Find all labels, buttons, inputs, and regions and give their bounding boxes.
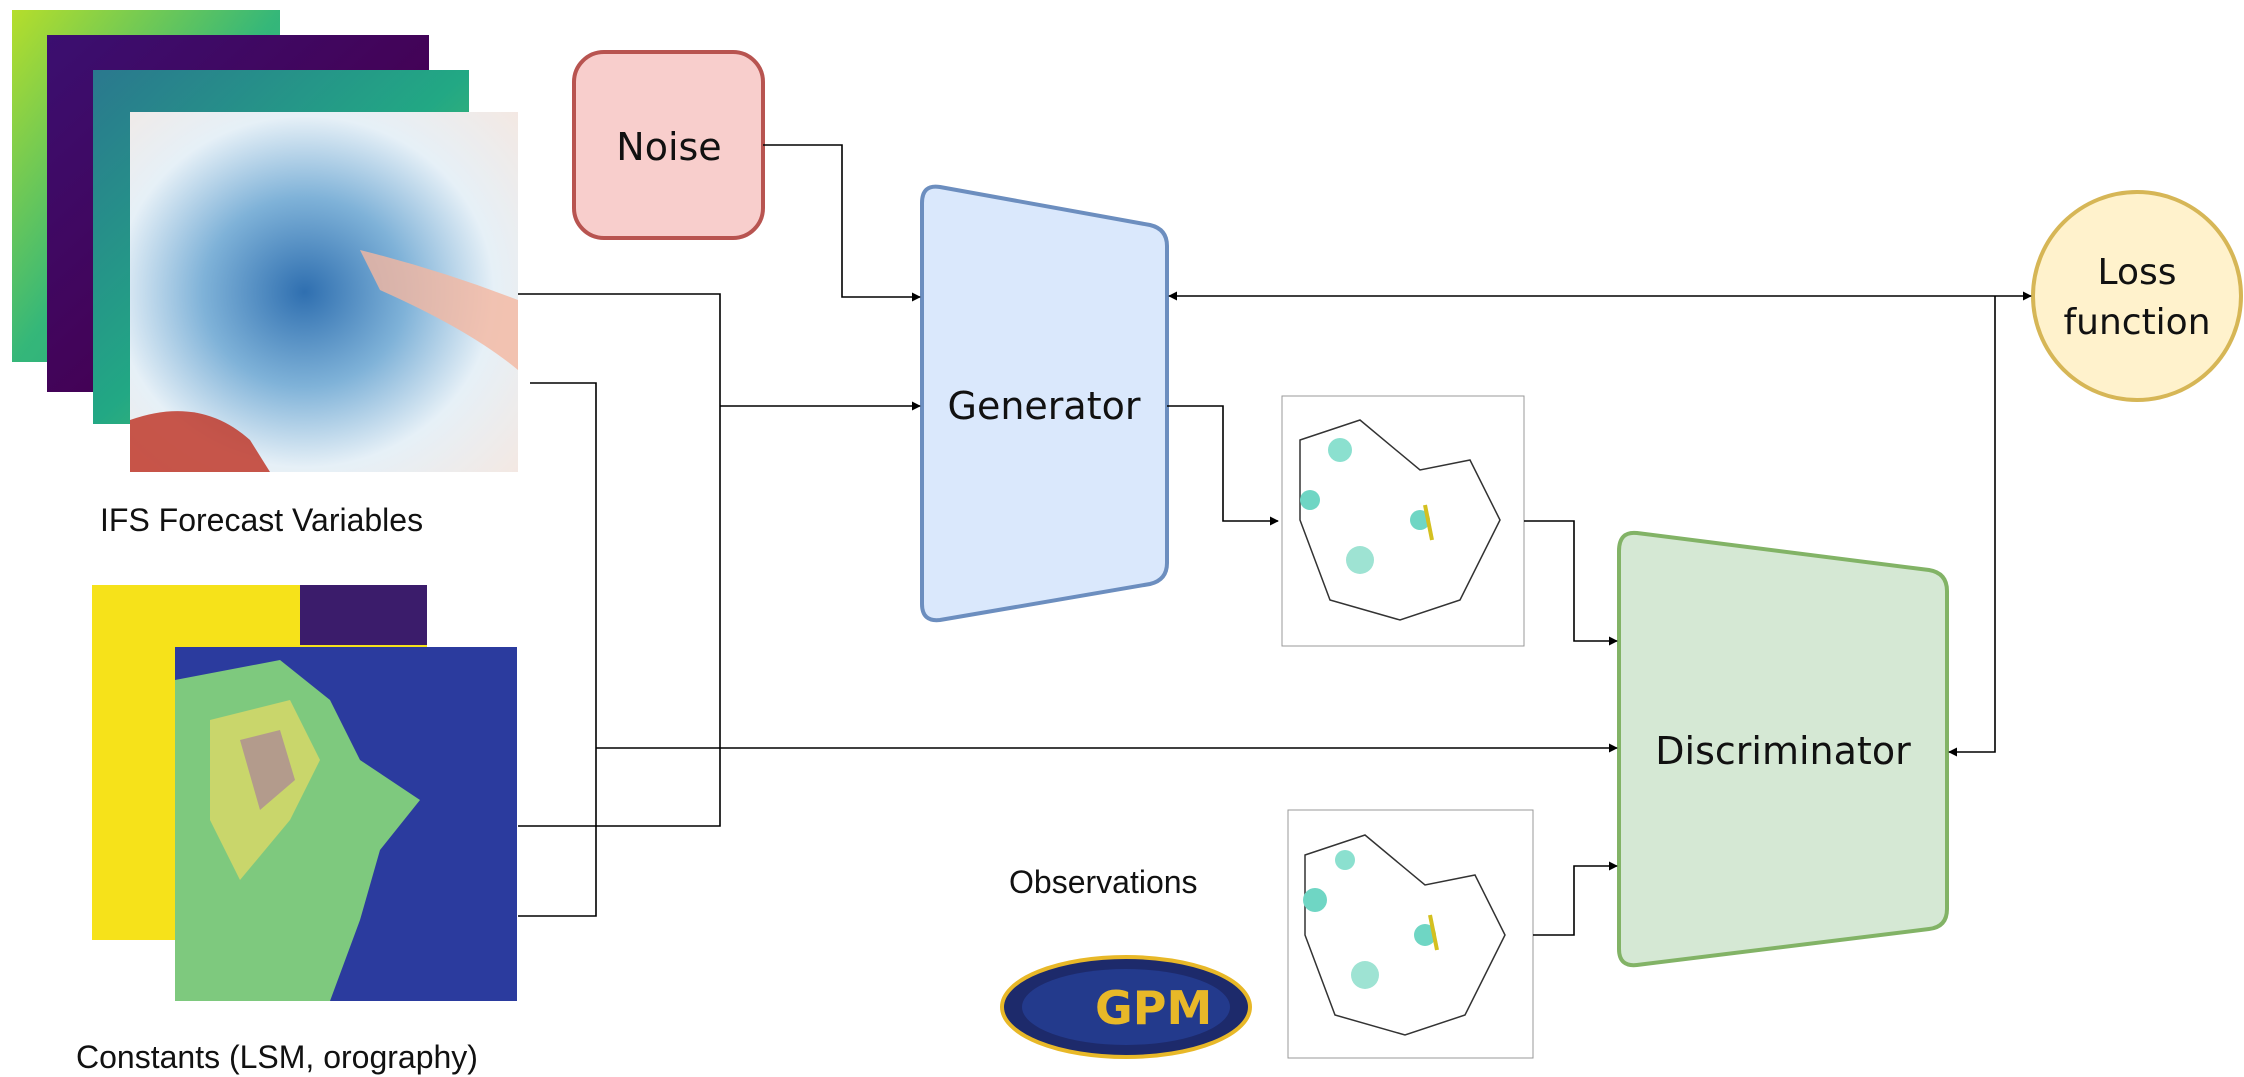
generator-label: Generator — [948, 384, 1141, 428]
loss-label-line1: Loss — [2098, 252, 2177, 293]
constants-stack — [92, 585, 517, 1001]
generator-node — [920, 184, 1169, 623]
ifs-warm-patch — [130, 411, 270, 472]
ifs-caption: IFS Forecast Variables — [100, 502, 423, 538]
wire-observed-to-discriminator — [1533, 861, 1618, 936]
noise-label: Noise — [616, 125, 721, 169]
constants-caption: Constants (LSM, orography) — [76, 1039, 478, 1075]
wire-loss-discriminator — [1948, 296, 1996, 757]
gpm-logo-text: GPM — [1095, 981, 1212, 1035]
orography-peaks — [240, 730, 295, 810]
wire-noise-to-generator — [763, 144, 921, 302]
wire-generator-to-generated — [1167, 405, 1279, 526]
connectors — [518, 144, 2032, 936]
discriminator-node — [1617, 530, 1949, 968]
lsm-sea — [300, 585, 427, 645]
discriminator-label: Discriminator — [1655, 729, 1911, 773]
generated-precip-map — [1281, 395, 1525, 647]
loss-label-line2: function — [2063, 302, 2210, 343]
gpm-logo: GPM — [1000, 955, 1252, 1059]
loss-function-node — [2031, 190, 2243, 402]
observed-precip-map — [1287, 809, 1534, 1059]
wire-constants-to-discriminator — [518, 382, 1617, 917]
wire-ifs-to-generator — [518, 293, 920, 827]
ifs-forecast-stack — [12, 10, 518, 472]
wire-generated-to-discriminator — [1524, 520, 1618, 646]
ifs-warm-streak — [360, 250, 518, 370]
observations-caption: Observations — [1009, 864, 1198, 900]
